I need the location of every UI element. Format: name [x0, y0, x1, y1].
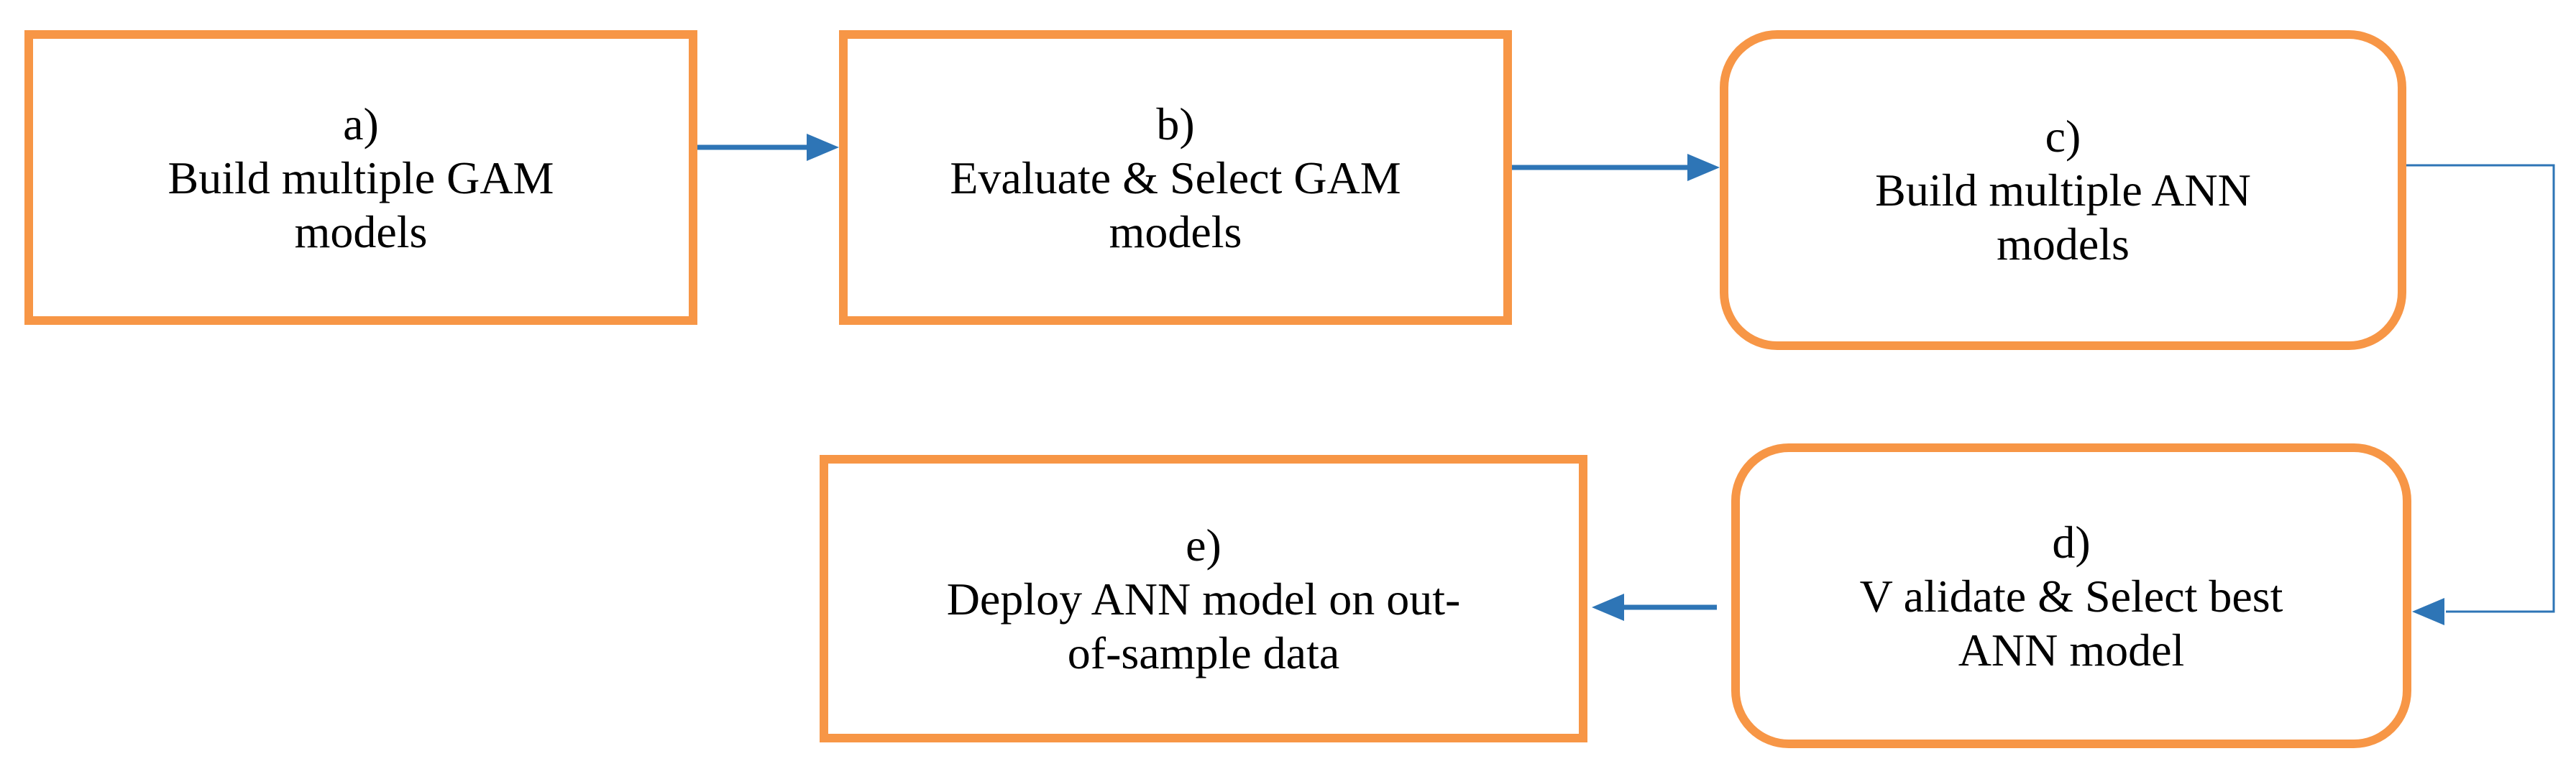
arrowhead-b-to-c [1687, 154, 1720, 181]
step-box-e: e) Deploy ANN model on out- of-sample da… [820, 455, 1587, 742]
step-d-label: d) [2052, 516, 2091, 568]
step-box-d: d) V alidate & Select best ANN model [1731, 443, 2411, 748]
step-a-label: a) [343, 98, 379, 149]
step-e-text-line-2: of-sample data [1067, 627, 1340, 678]
step-e-label: e) [1186, 519, 1221, 571]
step-a-text-line-1: Build multiple GAM [168, 152, 554, 203]
arrowhead-c-to-d [2412, 598, 2444, 625]
step-box-a: a) Build multiple GAM models [24, 30, 697, 325]
arrowhead-a-to-b [807, 134, 839, 161]
connector-c-to-d [2406, 164, 2555, 613]
step-c-text-line-2: models [1997, 218, 2130, 270]
step-box-b: b) Evaluate & Select GAM models [839, 30, 1512, 325]
step-d-text-line-2: ANN model [1958, 624, 2185, 676]
step-d-text-line-1: V alidate & Select best [1859, 570, 2283, 622]
step-b-text-line-2: models [1109, 206, 1242, 257]
step-c-label: c) [2045, 111, 2081, 162]
step-e-text-line-1: Deploy ANN model on out- [946, 573, 1461, 625]
arrowhead-d-to-e [1592, 594, 1624, 621]
step-b-label: b) [1156, 98, 1195, 149]
step-b-text-line-1: Evaluate & Select GAM [950, 152, 1401, 203]
step-c-text-line-1: Build multiple ANN [1875, 165, 2251, 216]
step-box-c: c) Build multiple ANN models [1720, 30, 2406, 350]
step-a-text-line-2: models [294, 206, 428, 257]
